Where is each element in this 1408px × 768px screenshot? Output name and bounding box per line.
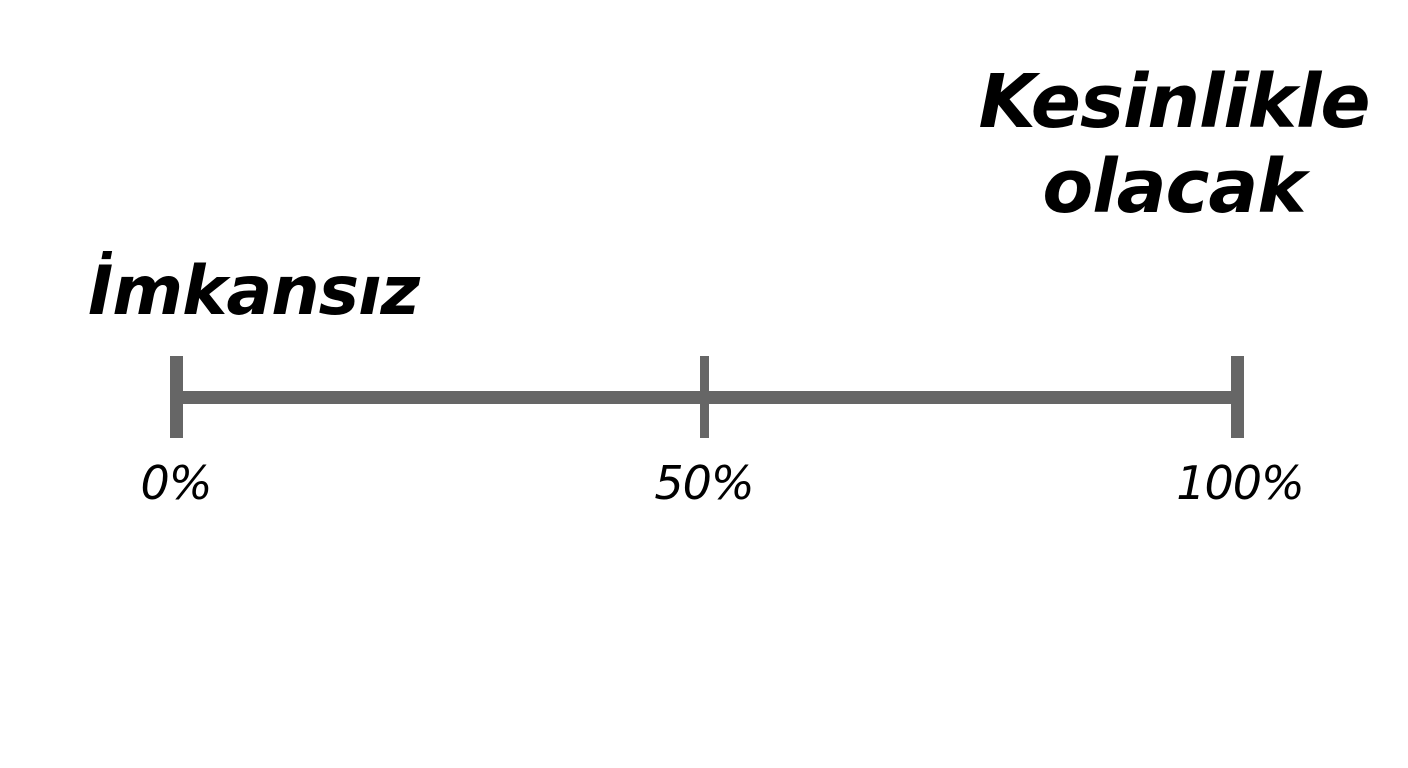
impossible-label: İmkansız bbox=[88, 252, 420, 331]
tick-label-100: 100% bbox=[1176, 456, 1305, 510]
tick-label-50: 50% bbox=[654, 456, 754, 510]
certain-label-line-2: olacak bbox=[1042, 144, 1306, 231]
tick-0-percent bbox=[170, 356, 183, 438]
tick-50-percent bbox=[700, 356, 709, 438]
tick-100-percent bbox=[1231, 356, 1244, 438]
certain-label-line-1: Kesinlikle bbox=[978, 59, 1370, 145]
tick-label-0: 0% bbox=[140, 456, 213, 510]
certain-label: Kesinlikle olacak bbox=[964, 59, 1384, 231]
